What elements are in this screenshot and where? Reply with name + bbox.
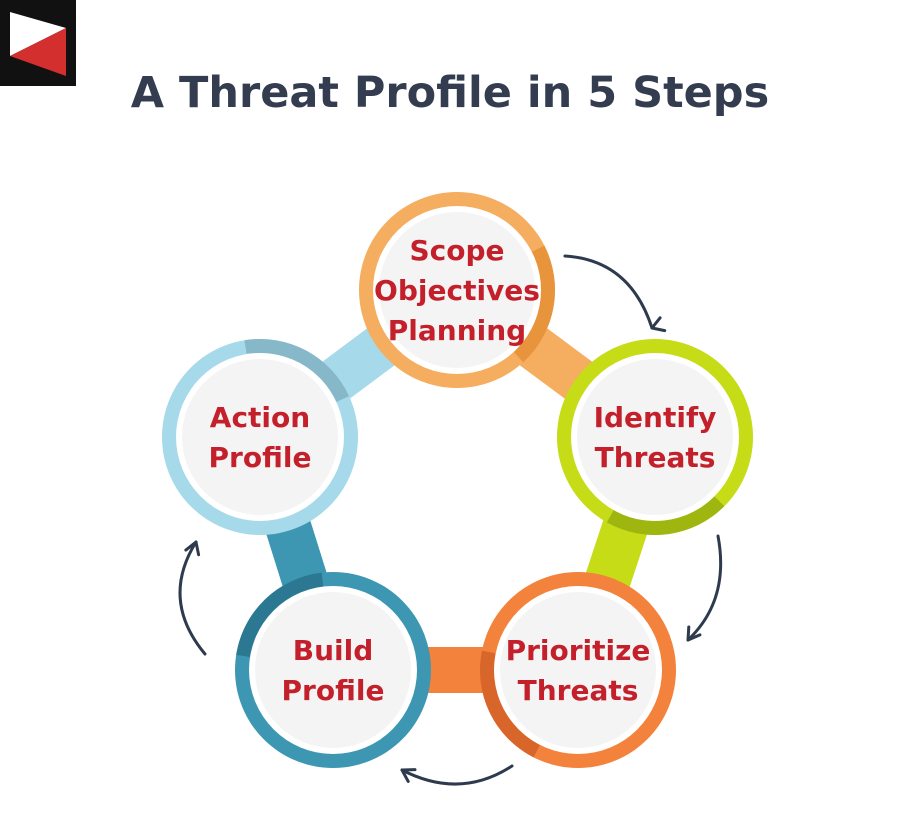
step-core [577,359,733,515]
step-label: Identify [594,401,717,434]
step-label: Threats [518,674,639,707]
step-ring-shade [244,339,350,402]
step-ring-shade [480,650,540,758]
step-label: Profile [209,441,312,474]
logo-upper-triangle [10,12,66,56]
page-title: A Threat Profile in 5 Steps [130,68,770,118]
cycle-arrows [178,254,723,786]
step-core [379,212,535,368]
logo-lower-triangle [10,28,66,76]
step-core [182,359,338,515]
step-label: Objectives [374,274,540,307]
step-ring-shade [236,572,324,658]
step-ring-shade [606,496,725,535]
step-label: Build [293,634,374,667]
step-label: Planning [388,314,526,347]
step-label: Action [210,401,310,434]
logo [0,0,76,86]
step-label: Threats [595,441,716,474]
step-label: Scope [409,234,504,267]
step-core [255,592,411,748]
arrow-icon [178,540,207,656]
step-core [500,592,656,748]
step-label: Prioritize [506,634,651,667]
arrow-icon [400,764,514,786]
step-ring-shade [513,245,555,363]
step-rings: ScopeObjectivesPlanningIdentifyThreatsPr… [162,192,753,768]
arrow-icon [686,534,723,642]
step-label: Profile [282,674,385,707]
arrow-icon [563,254,667,333]
